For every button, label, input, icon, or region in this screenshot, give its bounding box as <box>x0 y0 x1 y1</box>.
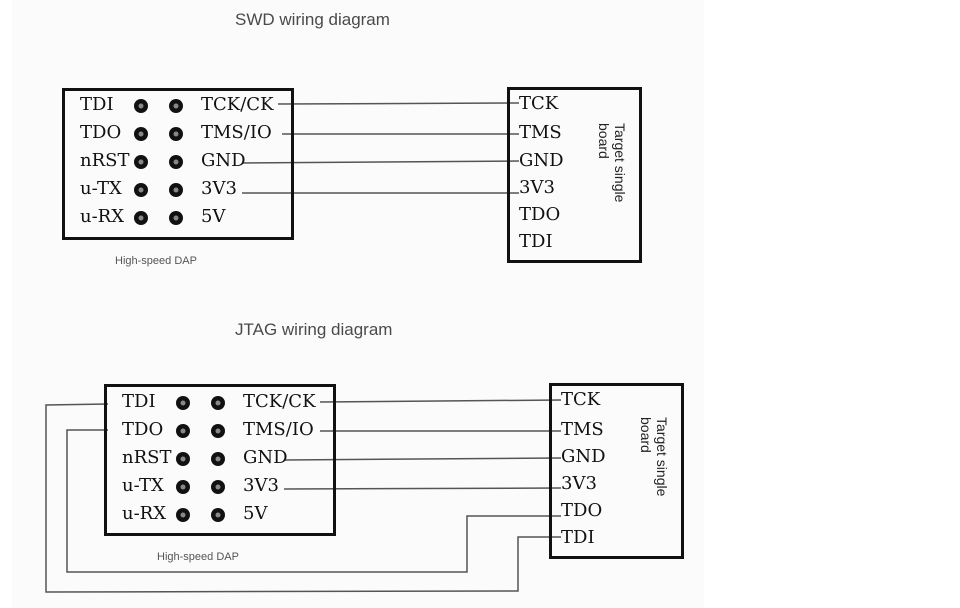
jtag-diagram-title: JTAG wiring diagram <box>235 320 393 339</box>
swd-target-pin-tms: TMS <box>519 122 562 143</box>
swd-target-board <box>507 87 642 263</box>
swd-wire-tck <box>277 102 520 105</box>
swd-dap-dot-center <box>173 187 179 193</box>
jtag-target-pin-tdo: TDO <box>561 500 603 521</box>
swd-target-pin-tck: TCK <box>519 93 559 114</box>
jtag-dap-dot-center <box>215 456 221 462</box>
jtag-wire-tdi-to-tdi <box>45 403 561 593</box>
jtag-wires <box>45 399 562 593</box>
jtag-target-pin-3v3: 3V3 <box>561 473 597 494</box>
swd-dap-pin-nrst: nRST <box>80 150 130 171</box>
swd-dap-dot-center <box>173 159 179 165</box>
jtag-dap-pin-tms: TMS/IO <box>243 419 314 440</box>
jtag-target-label-line2: board <box>638 417 654 453</box>
swd-dap-pin-tms: TMS/IO <box>201 122 272 143</box>
jtag-target-pin-gnd: GND <box>561 446 606 467</box>
swd-dap-connector <box>62 88 294 240</box>
jtag-dap-pin-tdo: TDO <box>122 419 164 440</box>
jtag-target-label: Target single board <box>638 417 670 496</box>
jtag-wire-3v3 <box>283 487 562 490</box>
swd-dap-dot-center <box>138 187 144 193</box>
jtag-dap-dot-center <box>180 428 186 434</box>
jtag-dap-dot-center <box>215 484 221 490</box>
diagram-canvas <box>12 0 704 608</box>
swd-wires <box>241 102 520 194</box>
swd-target-label-line1: Target single <box>612 123 628 203</box>
jtag-wire-tdo-to-tdo <box>66 429 561 573</box>
swd-dap-pin-tck: TCK/CK <box>201 94 274 115</box>
swd-target-label-line2: board <box>596 123 612 159</box>
swd-dap-pin-5v: 5V <box>201 206 226 227</box>
swd-dap-dot-center <box>138 159 144 165</box>
jtag-target-board <box>549 383 684 559</box>
swd-dap-caption: High-speed DAP <box>115 255 197 267</box>
jtag-dap-dot-center <box>180 484 186 490</box>
swd-target-label: Target single board <box>596 123 628 202</box>
swd-dap-pin-tdi: TDI <box>80 94 114 115</box>
swd-dap-pin-urx: u-RX <box>80 206 125 227</box>
jtag-dap-pin-urx: u-RX <box>122 503 167 524</box>
swd-dap-dot-center <box>173 103 179 109</box>
jtag-dap-dot-center <box>180 512 186 518</box>
jtag-wire-gnd <box>283 457 562 461</box>
jtag-dap-pin-tdi: TDI <box>122 391 156 412</box>
swd-diagram-title: SWD wiring diagram <box>235 10 390 29</box>
swd-dap-dot-center <box>173 131 179 137</box>
jtag-dap-dot-center <box>215 428 221 434</box>
jtag-dap-dot-center <box>215 400 221 406</box>
swd-dap-dot-center <box>138 103 144 109</box>
swd-target-pin-3v3: 3V3 <box>519 177 555 198</box>
swd-target-pin-tdo: TDO <box>519 204 561 225</box>
jtag-target-label-line1: Target single <box>654 417 670 497</box>
jtag-target-pin-tms: TMS <box>561 419 604 440</box>
swd-dap-pin-tdo: TDO <box>80 122 122 143</box>
swd-dap-dot-center <box>138 215 144 221</box>
jtag-dap-pin-gnd: GND <box>243 447 288 468</box>
jtag-dap-dot-center <box>180 400 186 406</box>
jtag-dap-pin-tck: TCK/CK <box>243 391 316 412</box>
swd-target-pin-tdi: TDI <box>519 231 553 252</box>
swd-dap-pin-gnd: GND <box>201 150 246 171</box>
jtag-dap-dot-center <box>215 512 221 518</box>
jtag-wire-tck <box>319 399 562 403</box>
swd-target-pin-gnd: GND <box>519 150 564 171</box>
swd-dap-dot-center <box>173 215 179 221</box>
jtag-dap-pin-utx: u-TX <box>122 475 164 496</box>
jtag-dap-pin-nrst: nRST <box>122 447 172 468</box>
swd-dap-dot-center <box>138 131 144 137</box>
jtag-dap-pin-3v3: 3V3 <box>243 475 279 496</box>
jtag-target-pin-tck: TCK <box>561 389 601 410</box>
swd-dap-pin-utx: u-TX <box>80 178 122 199</box>
jtag-dap-caption: High-speed DAP <box>157 551 239 563</box>
swd-dap-pin-dot-centers <box>138 103 179 221</box>
jtag-dap-dot-center <box>180 456 186 462</box>
swd-dap-pin-3v3: 3V3 <box>201 178 237 199</box>
jtag-dap-connector <box>104 384 336 536</box>
swd-wire-gnd <box>241 160 520 164</box>
jtag-target-pin-tdi: TDI <box>561 527 595 548</box>
jtag-dap-pin-5v: 5V <box>243 503 268 524</box>
jtag-dap-pin-dot-centers <box>180 400 221 518</box>
